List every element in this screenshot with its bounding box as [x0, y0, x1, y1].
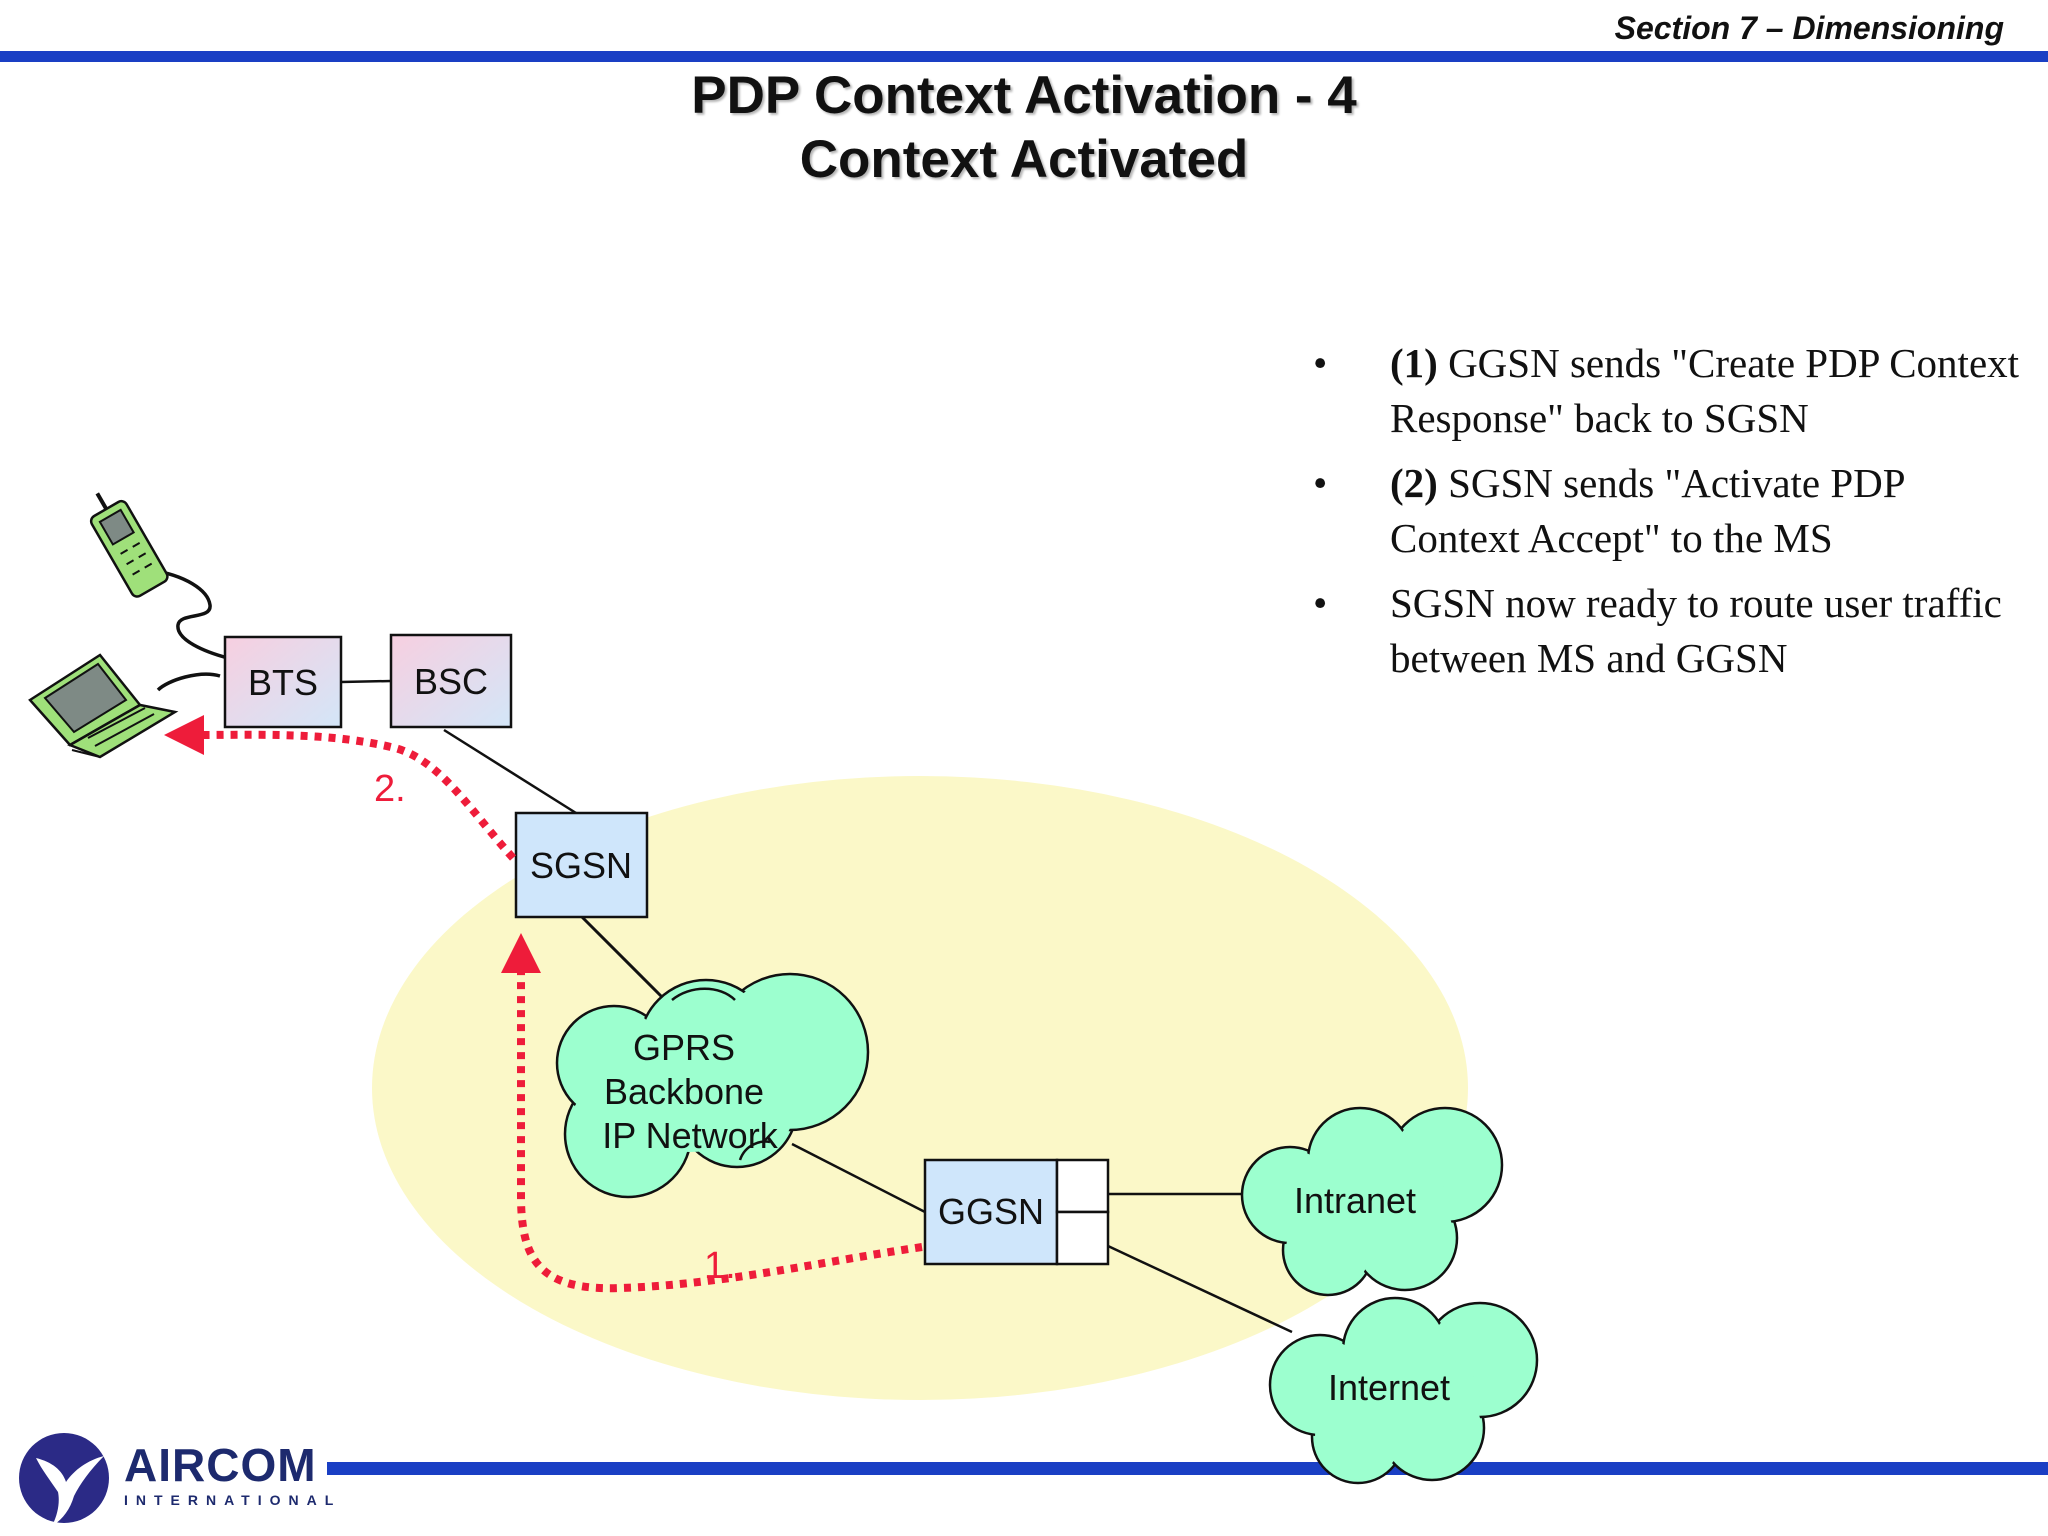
bts-node: BTS — [223, 635, 343, 729]
slide-title: PDP Context Activation - 4 Context Activ… — [0, 64, 2048, 192]
step2-label: 2. — [374, 768, 406, 810]
bts-label: BTS — [248, 662, 318, 703]
ggsn-port-lower — [1055, 1210, 1110, 1266]
core-network-area — [372, 776, 1468, 1400]
bullet-item: • (2) SGSN sends "Activate PDP Context A… — [1300, 456, 2020, 566]
bullet-number: (2) — [1390, 460, 1438, 506]
intranet-cloud: Intranet — [1240, 1106, 1504, 1297]
logo-subtitle: INTERNATIONAL — [124, 1492, 342, 1508]
step1-label: 1. — [704, 1245, 736, 1287]
bullet-text: SGSN now ready to route user traffic bet… — [1390, 580, 2002, 681]
bullet-text: SGSN sends "Activate PDP Context Accept"… — [1390, 460, 1905, 561]
bsc-label: BSC — [414, 661, 488, 702]
laptop-icon — [28, 653, 179, 759]
section-label: Section 7 – Dimensioning — [1614, 10, 2004, 46]
backbone-cloud: GPRS Backbone IP Network — [555, 972, 870, 1199]
bsc-node: BSC — [389, 633, 513, 729]
step1-arrow — [501, 933, 923, 1293]
radio-link-phone — [149, 568, 229, 660]
internet-label: Internet — [1328, 1367, 1450, 1408]
internet-cloud: Internet — [1268, 1296, 1539, 1485]
bullet-dot: • — [1313, 580, 1328, 626]
sgsn-node: SGSN — [514, 811, 649, 919]
bullet-dot: • — [1313, 340, 1328, 386]
aircom-bird-logo-icon — [19, 1433, 109, 1526]
mobile-phone-icon — [89, 492, 169, 598]
bullet-item: • (1) GGSN sends "Create PDP Context Res… — [1300, 336, 2020, 446]
company-logo: AIRCOM INTERNATIONAL — [124, 1442, 341, 1508]
step2-arrow — [164, 714, 516, 861]
bullet-number: (1) — [1390, 340, 1438, 386]
logo-name: AIRCOM — [124, 1439, 317, 1491]
link-sgsn-backbone — [580, 915, 672, 1007]
bullet-list: • (1) GGSN sends "Create PDP Context Res… — [1300, 336, 2020, 696]
link-bts-bsc — [340, 679, 392, 684]
header-bar — [0, 51, 2048, 62]
link-bsc-sgsn — [443, 728, 577, 815]
backbone-label-line3: IP Network — [602, 1115, 778, 1156]
ggsn-port-upper — [1055, 1158, 1110, 1214]
link-backbone-ggsn — [791, 1142, 926, 1214]
backbone-label-line2: Backbone — [604, 1071, 764, 1112]
ggsn-node: GGSN — [923, 1158, 1110, 1266]
bullet-dot: • — [1313, 460, 1328, 506]
intranet-label: Intranet — [1294, 1180, 1416, 1221]
title-line-1: PDP Context Activation - 4 — [691, 66, 1357, 125]
title-line-2: Context Activated — [799, 130, 1249, 189]
link-ggsn-internet — [1107, 1244, 1293, 1334]
radio-link-laptop — [156, 672, 221, 692]
backbone-label-line1: GPRS — [633, 1027, 735, 1068]
bullet-text: GGSN sends "Create PDP Context Response"… — [1390, 340, 2020, 441]
sgsn-label: SGSN — [530, 845, 632, 886]
footer-bar — [327, 1462, 2048, 1475]
ggsn-label: GGSN — [938, 1191, 1044, 1232]
bullet-item: • SGSN now ready to route user traffic b… — [1300, 576, 2020, 686]
